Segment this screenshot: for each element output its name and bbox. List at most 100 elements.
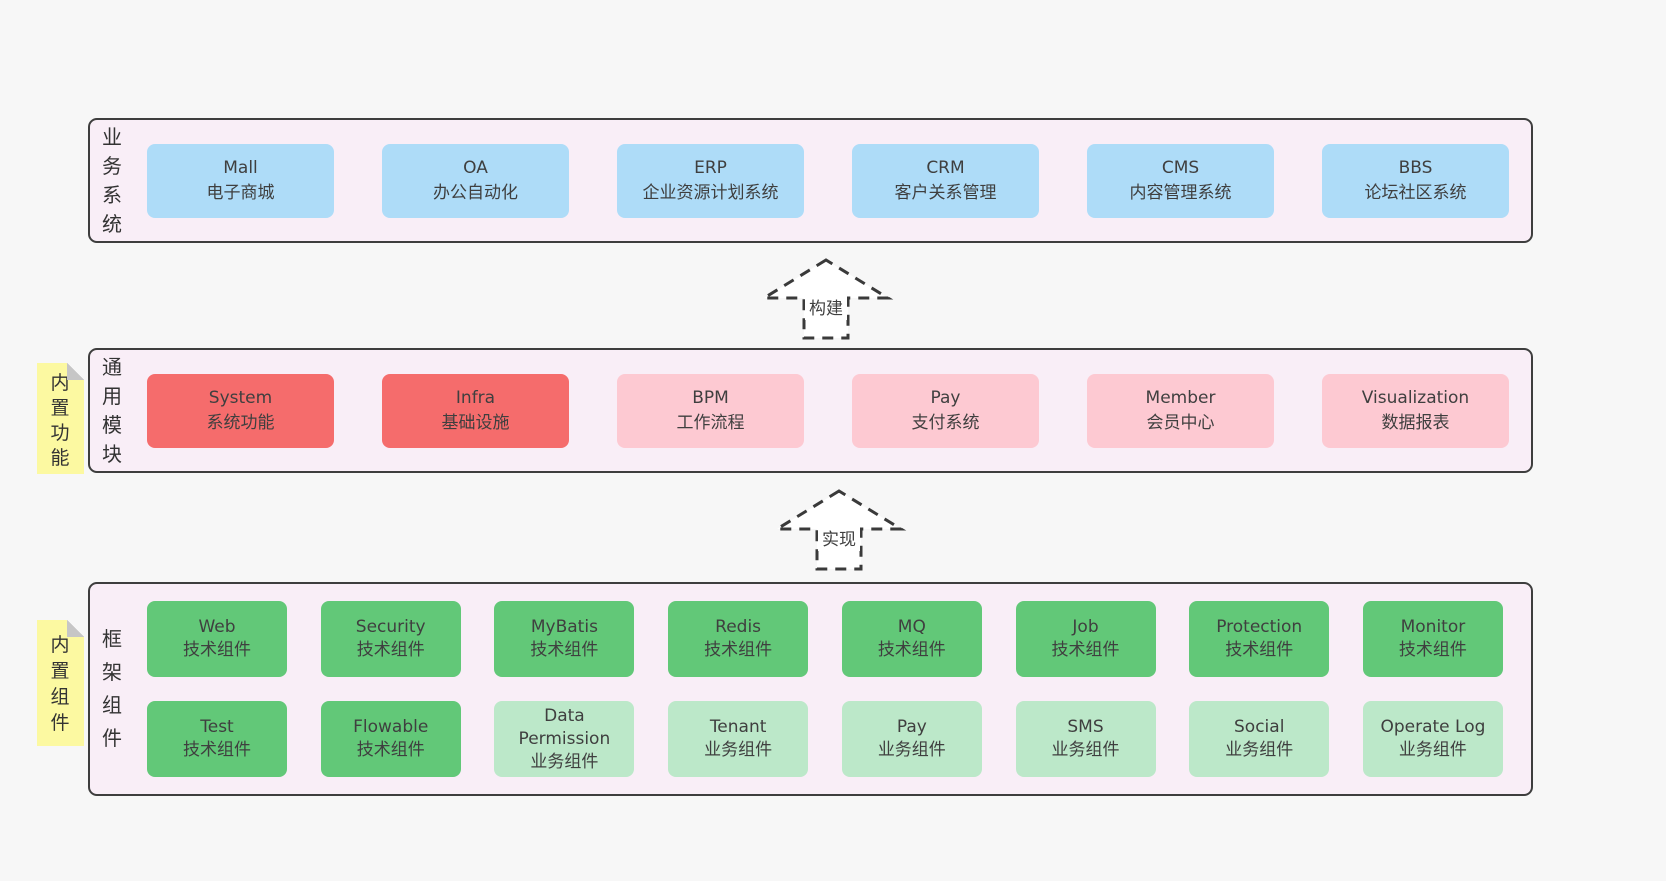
band-modules-label: 通用模块 [102,354,122,466]
box-operate-log: Operate Log 业务组件 [1362,701,1503,777]
box-subtitle: 系统功能 [206,413,275,433]
sticky-label: 内置组件 [50,634,70,734]
box-subtitle: 企业资源计划系统 [642,183,779,203]
box-flowable: Flowable 技术组件 [320,701,461,777]
box-title: Web [198,617,236,637]
arrow-build: 构建 [756,257,896,341]
box-title: Pay [896,717,927,737]
box-title: Redis [715,617,762,637]
box-subtitle: 办公自动化 [433,183,518,203]
box-subtitle: 技术组件 [356,640,425,660]
box-mybatis: MyBatis 技术组件 [494,601,635,677]
box-bbs: BBS 论坛社区系统 [1322,144,1509,218]
box-title: Member [1145,388,1216,408]
box-title: MyBatis [530,617,598,637]
box-test: Test 技术组件 [147,701,287,777]
box-visualization: Visualization 数据报表 [1322,374,1509,448]
box-job: Job 技术组件 [1015,601,1156,677]
box-subtitle: 技术组件 [1225,640,1294,660]
box-subtitle: 业务组件 [1051,740,1120,760]
box-protection: Protection 技术组件 [1189,601,1330,677]
box-subtitle: 技术组件 [183,640,251,660]
band-business-label: 业务系统 [102,124,122,236]
sticky-label: 内置功能 [50,372,70,469]
box-sms: SMS 业务组件 [1015,701,1156,777]
box-mall: Mall 电子商城 [147,144,334,218]
box-system: System 系统功能 [147,374,334,448]
box-member: Member 会员中心 [1087,374,1274,448]
box-title: Infra [455,388,496,408]
box-tenant: Tenant 业务组件 [668,701,809,777]
box-pay-component: Pay 业务组件 [841,701,982,777]
box-subtitle: 业务组件 [1225,740,1294,760]
box-subtitle: 技术组件 [530,640,599,660]
box-title: Flowable [353,717,429,737]
box-subtitle: 技术组件 [183,740,251,760]
arrow-implement-label: 实现 [818,524,860,551]
box-title: Visualization [1361,388,1470,408]
box-subtitle: 客户关系管理 [894,183,997,203]
box-subtitle: 基础设施 [441,413,510,433]
box-title: Mall [223,158,258,178]
box-title: ERP [694,158,727,178]
sticky-note-builtin-components: 内置组件 [37,620,84,746]
box-mq: MQ 技术组件 [841,601,982,677]
box-erp: ERP 企业资源计划系统 [617,144,804,218]
box-title: Protection [1216,617,1303,637]
box-crm: CRM 客户关系管理 [852,144,1039,218]
box-oa: OA 办公自动化 [382,144,569,218]
box-title: MQ [897,617,926,637]
box-subtitle: 技术组件 [356,740,425,760]
box-redis: Redis 技术组件 [668,601,809,677]
box-subtitle: 技术组件 [877,640,946,660]
box-title: CRM [926,158,965,178]
box-social: Social 业务组件 [1189,701,1330,777]
modules-boxes-row: System 系统功能 Infra 基础设施 BPM 工作流程 Pay 支付系统… [147,374,1509,448]
band-business-systems: 业务系统 Mall 电子商城 OA 办公自动化 ERP 企业资源计划系统 CRM… [88,118,1533,243]
box-title: Security [355,617,426,637]
box-title: System [208,388,273,408]
sticky-note-builtin-features: 内置功能 [37,363,84,474]
box-title: Social [1234,717,1285,737]
box-data-permission: Data Permission 业务组件 [494,701,635,777]
box-title: Tenant [709,717,767,737]
box-title: Data Permission [518,705,611,749]
box-title: Monitor [1400,617,1466,637]
box-title: CMS [1161,158,1200,178]
box-title: Operate Log [1380,717,1486,737]
box-title: SMS [1067,717,1104,737]
box-title: Pay [930,388,961,408]
box-subtitle: 电子商城 [206,183,275,203]
box-security: Security 技术组件 [320,601,461,677]
box-subtitle: 技术组件 [1051,640,1120,660]
box-subtitle: 内容管理系统 [1129,183,1232,203]
arrow-implement: 实现 [769,488,909,572]
box-title: BPM [692,388,729,408]
box-subtitle: 业务组件 [877,740,946,760]
box-infra: Infra 基础设施 [382,374,569,448]
box-subtitle: 技术组件 [1398,640,1467,660]
business-boxes-row: Mall 电子商城 OA 办公自动化 ERP 企业资源计划系统 CRM 客户关系… [147,144,1509,218]
box-cms: CMS 内容管理系统 [1087,144,1274,218]
box-pay-system: Pay 支付系统 [852,374,1039,448]
band-common-modules: 通用模块 System 系统功能 Infra 基础设施 BPM 工作流程 Pay… [88,348,1533,473]
box-monitor: Monitor 技术组件 [1362,601,1503,677]
box-subtitle: 会员中心 [1146,413,1215,433]
box-web: Web 技术组件 [147,601,287,677]
box-subtitle: 工作流程 [676,413,745,433]
band-framework-components: 框架组件 Web 技术组件 Security 技术组件 MyBatis 技术组件… [88,582,1533,796]
tech-components-row: Web 技术组件 Security 技术组件 MyBatis 技术组件 Redi… [147,601,1503,677]
box-subtitle: 业务组件 [704,740,773,760]
box-bpm: BPM 工作流程 [617,374,804,448]
band-components-label: 框架组件 [102,627,122,750]
box-subtitle: 数据报表 [1381,413,1450,433]
box-subtitle: 论坛社区系统 [1364,183,1467,203]
box-title: BBS [1398,158,1433,178]
box-subtitle: 业务组件 [530,751,599,772]
box-title: Job [1072,617,1099,637]
box-title: OA [463,158,488,178]
box-title: Test [200,717,234,737]
arrow-build-label: 构建 [805,293,847,320]
biz-components-row: Test 技术组件 Flowable 技术组件 Data Permission … [147,701,1503,777]
